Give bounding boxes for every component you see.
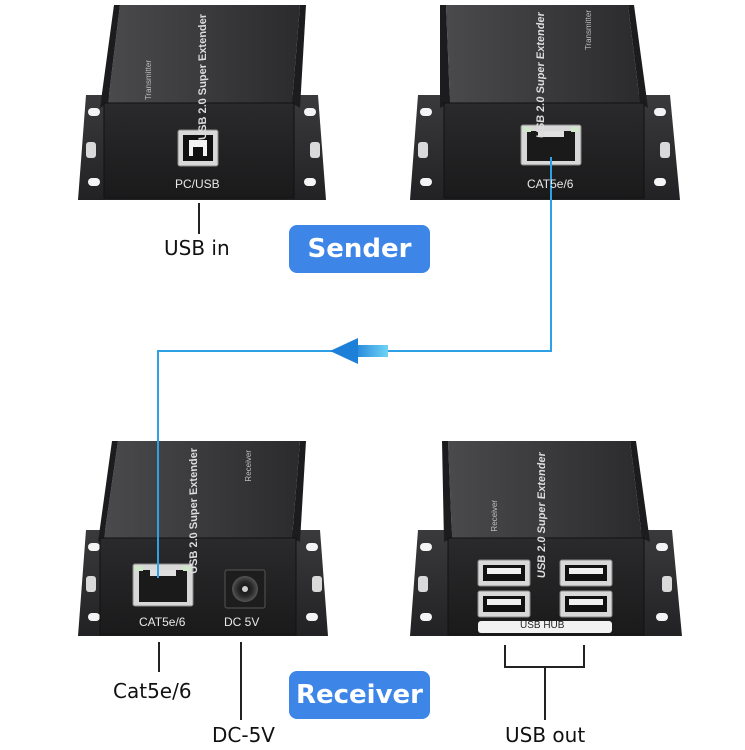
usb-a-port	[559, 590, 613, 618]
port-label-pc-usb: PC/USB	[175, 177, 220, 191]
usb-a-port	[477, 590, 531, 618]
enclosure-top	[446, 5, 640, 103]
rj45-port	[520, 124, 582, 166]
enclosure-top	[104, 441, 300, 538]
enclosure-side-label: Transmitter	[584, 10, 593, 51]
enclosure-top	[108, 5, 300, 103]
usb-hub-label: USB HUB	[520, 620, 565, 631]
callout-lines	[158, 203, 585, 720]
sender-transmitter-rj45-unit	[410, 5, 680, 200]
usb-hub-label-plate	[478, 621, 612, 633]
usb-a-port	[559, 559, 613, 587]
callout-cat5: Cat5e/6	[113, 679, 192, 703]
callout-usb-in: USB in	[164, 236, 230, 260]
enclosure-side-label: Receiver	[490, 500, 499, 532]
usb-a-port	[477, 559, 531, 587]
enclosure-top-label: USB 2.0 Super Extender	[188, 447, 200, 575]
rj45-port	[132, 563, 194, 607]
callout-bracket-usb-out	[504, 645, 585, 668]
enclosure-side-label: Receiver	[244, 450, 253, 482]
dc-power-jack	[224, 569, 266, 609]
receiver-usb-hub-unit	[410, 441, 682, 636]
callout-usb-out: USB out	[505, 723, 586, 747]
port-label-cat5: CAT5e/6	[527, 177, 574, 191]
sender-badge: Sender	[289, 225, 430, 273]
receiver-rj45-dc-unit	[78, 441, 328, 636]
enclosure-top-label: USB 2.0 Super Extender	[536, 451, 548, 579]
port-label-cat5: CAT5e/6	[139, 615, 186, 629]
port-label-dc-5v: DC 5V	[224, 615, 260, 629]
usb-b-port	[177, 129, 219, 167]
enclosure-top	[448, 441, 642, 538]
enclosure-top-label: USB 2.0 Super Extender	[535, 11, 547, 139]
receiver-badge: Receiver	[289, 671, 430, 719]
enclosure-top-label: USB 2.0 Super Extender	[197, 13, 209, 141]
enclosure-side-label: Transmitter	[144, 60, 153, 101]
arrow-shaft	[352, 345, 388, 357]
usb-a-ports	[477, 559, 613, 618]
sender-transmitter-usb-unit	[78, 5, 326, 200]
network-cable-line	[157, 157, 552, 578]
callout-dc-5v: DC-5V	[212, 723, 275, 747]
direction-arrow-icon	[330, 338, 358, 364]
